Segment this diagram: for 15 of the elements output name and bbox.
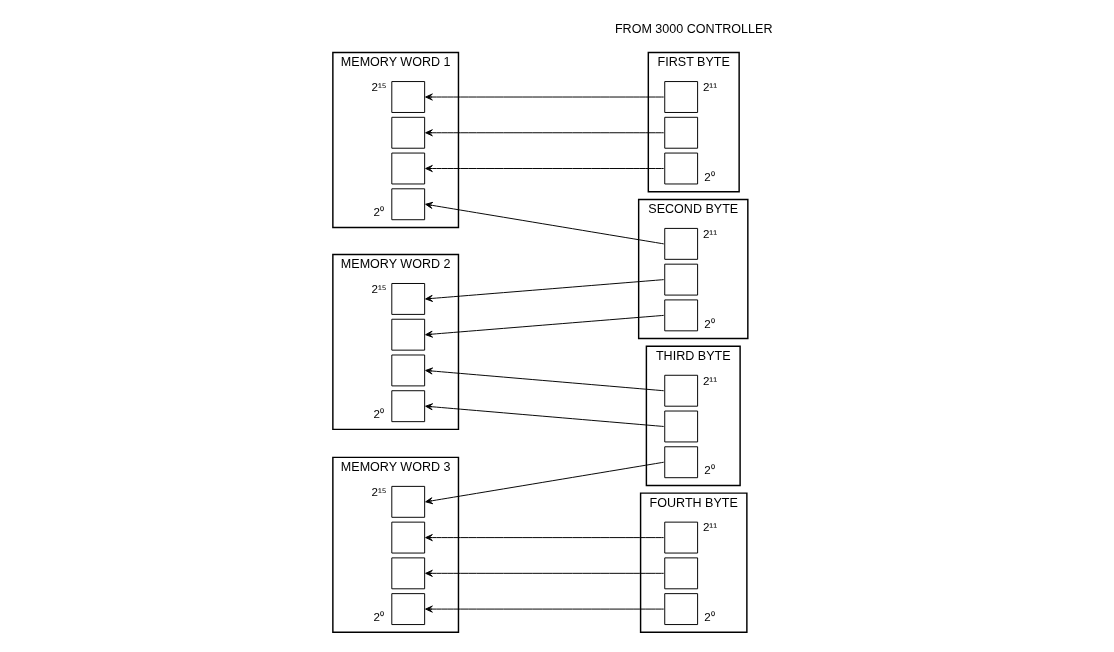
node-label: 2⁰ — [372, 206, 384, 219]
node-label: 2⁰ — [372, 408, 384, 421]
node-label: 2⁰ — [703, 611, 715, 624]
label: FROM 3000 CONTROLLER — [614, 21, 773, 36]
node-label: 2⁰ — [372, 611, 384, 624]
node-label: 2¹⁵ — [371, 485, 387, 498]
node-label: 2¹⁵ — [371, 80, 387, 93]
node-label: 2¹⁵ — [371, 282, 387, 295]
node-label: 2¹¹ — [702, 374, 717, 387]
node-label: 2⁰ — [703, 317, 715, 330]
node-label: 2¹¹ — [702, 80, 717, 93]
node-label: 2⁰ — [703, 464, 715, 477]
node-label: 2⁰ — [703, 170, 715, 183]
node-label: 2¹¹ — [702, 227, 717, 240]
node-label: 2¹¹ — [702, 521, 717, 534]
